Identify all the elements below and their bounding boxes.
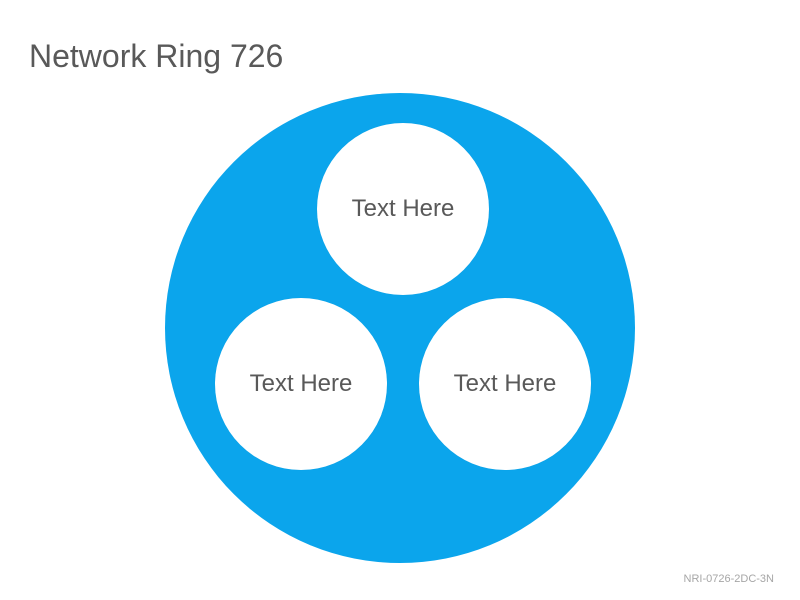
ring-node-left: Text Here bbox=[215, 298, 387, 470]
ring-node-right: Text Here bbox=[419, 298, 591, 470]
footer-code: NRI-0726-2DC-3N bbox=[683, 573, 774, 585]
diagram-title: Network Ring 726 bbox=[29, 38, 284, 74]
ring-node-top: Text Here bbox=[317, 123, 489, 295]
